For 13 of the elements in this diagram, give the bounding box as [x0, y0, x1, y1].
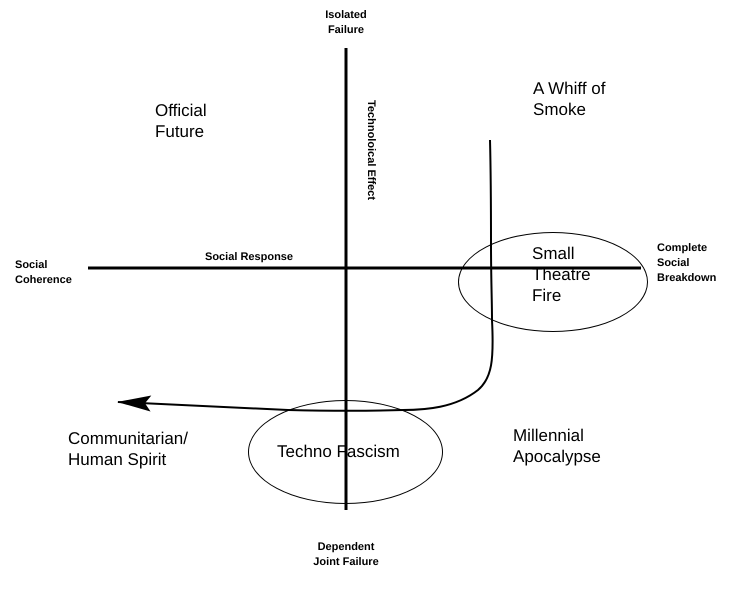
axis-label: Technoloical Effect: [364, 100, 378, 200]
scenario-ellipse: [248, 400, 443, 504]
axis-label: Complete Social Breakdown: [657, 241, 718, 286]
axis-label: Social Coherence: [15, 258, 73, 288]
curved-arrow: [117, 396, 288, 412]
scenario-label: Communitarian/ Human Spirit: [68, 428, 189, 470]
axis-label: Social Response: [205, 250, 294, 265]
scenario-label: A Whiff of Smoke: [533, 78, 606, 120]
scenario-ellipse: [458, 232, 648, 332]
quadrant-label: Official Future: [155, 100, 208, 142]
axis-label: Dependent Joint Failure: [312, 540, 380, 570]
quadrant-label: Millennial Apocalypse: [513, 425, 602, 467]
axis-label: Isolated Failure: [324, 8, 368, 38]
